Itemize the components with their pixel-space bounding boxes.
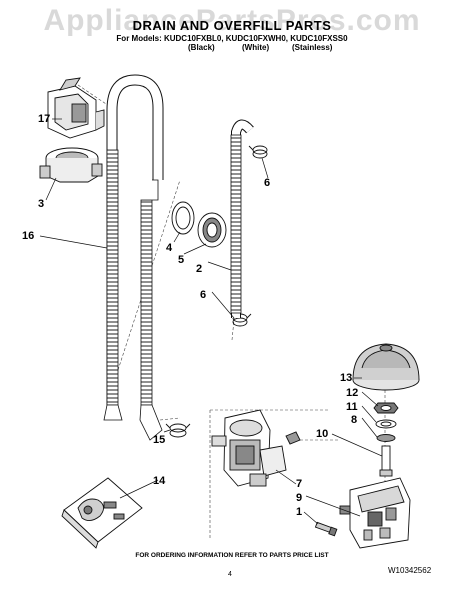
finish-stainless: (Stainless) [292, 43, 333, 52]
callout-8: 8 [351, 414, 358, 426]
pump-fitting [285, 431, 301, 445]
callout-6-lower: 6 [200, 289, 207, 301]
part-1-screw [314, 521, 338, 537]
part-13-float [352, 343, 420, 391]
part-11-washer [375, 419, 397, 429]
part-14-parts-bag [61, 477, 143, 549]
part-10-float-stem [379, 445, 393, 477]
part-9-float-switch [339, 477, 411, 549]
part-2-overfill-hose [230, 119, 254, 318]
callout-12: 12 [346, 387, 359, 399]
part-3-collar [39, 147, 103, 183]
callout-15: 15 [153, 434, 166, 446]
part-8-seal [376, 434, 396, 442]
callout-7: 7 [296, 478, 303, 490]
part-15-hose-clamp [165, 423, 191, 438]
callout-4: 4 [166, 242, 173, 254]
callout-3: 3 [38, 198, 45, 210]
ordering-note: FOR ORDERING INFORMATION REFER TO PARTS … [135, 552, 329, 559]
callout-17: 17 [38, 113, 51, 125]
part-4-gasket [171, 201, 195, 235]
callout-10: 10 [316, 428, 329, 440]
callout-14: 14 [153, 475, 166, 487]
callout-16: 16 [22, 230, 35, 242]
page-number: 4 [228, 571, 232, 578]
part-16-drain-hose [103, 74, 164, 441]
finish-white: (White) [242, 43, 270, 52]
callout-1: 1 [296, 506, 303, 518]
page-title: DRAIN AND OVERFILL PARTS [132, 18, 332, 33]
callout-6-upper: 6 [264, 177, 271, 189]
part-5-flange [197, 212, 227, 248]
part-7-pump-assembly [211, 409, 287, 487]
callout-13: 13 [340, 372, 353, 384]
part-17-sump-housing [47, 77, 105, 139]
callout-2: 2 [196, 263, 203, 275]
document-number: W10342562 [388, 566, 432, 575]
part-6-clamp-upper [248, 145, 268, 159]
part-12-nut [373, 402, 399, 414]
callout-5: 5 [178, 254, 185, 266]
watermark: AppliancePartsPros.com [43, 4, 421, 37]
finish-black: (Black) [188, 43, 215, 52]
callout-9: 9 [296, 492, 303, 504]
callout-11: 11 [346, 401, 358, 413]
models-line: For Models: KUDC10FXBL0, KUDC10FXWH0, KU… [116, 34, 348, 43]
leader-lines [39, 118, 383, 525]
